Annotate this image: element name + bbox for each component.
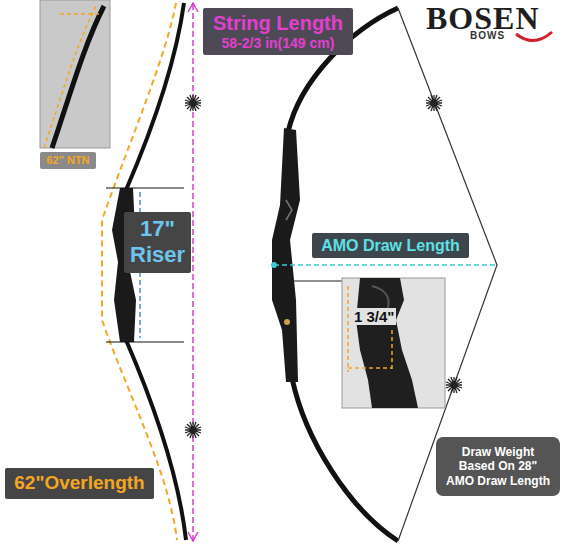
grip-measure-lines [348, 286, 392, 372]
dimension-tag: 62" NTN [40, 152, 96, 169]
pivot-point [271, 262, 277, 268]
riser-bolt [284, 319, 290, 325]
inset-frame [342, 278, 445, 408]
dimension-text: 62" NTN [45, 154, 91, 167]
grip [356, 278, 418, 408]
grip-dimension: 1 3/4" [352, 308, 396, 325]
limb-tip-inset [40, 0, 110, 148]
dimension-box: 17" Riser [124, 212, 191, 273]
note-box: Draw Weight Based On 28" AMO Draw Length [436, 437, 560, 496]
ntn-measure-line [44, 6, 96, 148]
dimension-text: AMO Draw Length [320, 236, 461, 255]
riser [272, 128, 300, 382]
dimension-box: String Length58-2/3 in(149 cm) [203, 8, 353, 55]
dimension-text: Draw Weight Based On 28" AMO Draw Length [444, 445, 552, 488]
grip-leader-line [292, 281, 342, 282]
dimension-box: 62"Overlength [5, 468, 154, 499]
draw-length-line [274, 264, 498, 266]
dimension-text: 62"Overlength [13, 472, 146, 495]
grip-inset [342, 278, 445, 408]
upper-limb [126, 3, 184, 190]
bow-string [192, 4, 194, 541]
inset-frame [40, 0, 110, 148]
lower-limb [126, 340, 186, 540]
riser-detail [286, 200, 292, 220]
brand-subtitle: BOWS [470, 30, 505, 41]
dimension-text: 17" Riser [130, 216, 185, 269]
side-view-bow [102, 3, 201, 541]
limb-tip [52, 6, 104, 148]
dimension-text: String Length [212, 11, 344, 35]
dimension-text: 58-2/3 in(149 cm) [212, 35, 344, 52]
ntn-tick [60, 13, 100, 15]
dimension-box: AMO Draw Length [312, 233, 469, 258]
